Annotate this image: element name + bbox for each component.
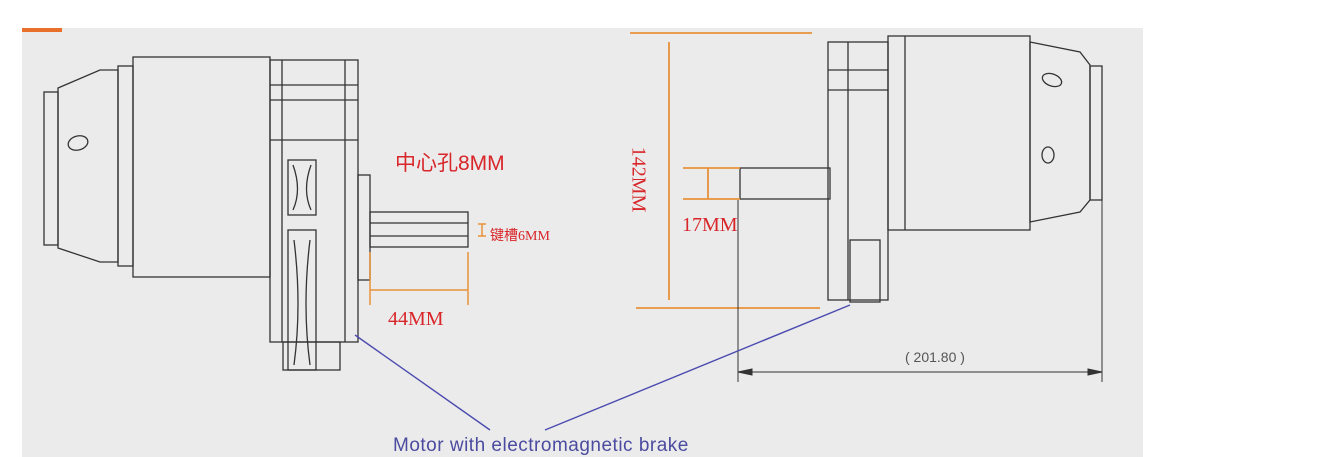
left-motor-view <box>43 56 469 371</box>
keyway-label: 键槽6MM <box>490 229 550 244</box>
overall-length-dimension <box>737 200 1103 382</box>
left-dimensions <box>369 223 486 305</box>
height-label: 142MM <box>627 146 650 213</box>
right-dimensions <box>630 32 820 309</box>
accent-bar <box>22 28 62 32</box>
overall-length-label: ( 201.80 ) <box>905 349 965 365</box>
center-hole-label: 中心孔8MM <box>395 152 505 175</box>
leader-lines <box>354 304 851 431</box>
drawing-background <box>22 28 1143 457</box>
shaft-length-label: 44MM <box>388 308 444 330</box>
caption: Motor with electromagnetic brake <box>393 435 689 456</box>
hole-ellipse <box>67 135 89 151</box>
shaft-diameter-label: 17MM <box>682 214 738 236</box>
right-motor-view <box>739 35 1103 303</box>
